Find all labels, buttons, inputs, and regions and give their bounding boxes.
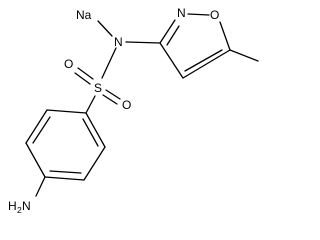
atom-sodium: Na [76, 8, 92, 22]
bond-c3-n2 [159, 19, 176, 44]
bond-benzene-5 [83, 146, 106, 181]
atom-oxygen-lower: O [122, 98, 131, 112]
atom-oxygen-upper: O [64, 57, 73, 71]
atom-nitrogen-sulfonamide: N [114, 35, 123, 49]
bond-c5-c4 [182, 49, 231, 79]
bond-na-n [97, 20, 113, 37]
bond-n-c3 [125, 41, 161, 44]
atom-labels: Na N S O O N O H 2 N [8, 6, 219, 215]
bond-c5-c4-double [184, 49, 223, 72]
bond-c5-methyl [229, 49, 259, 62]
bond-s-o-lower-b [102, 94, 118, 105]
atom-amine-subscript: 2 [17, 205, 22, 215]
bonds [25, 13, 259, 197]
bond-s-o-upper-b [74, 72, 91, 85]
bond-n2-o1 [187, 13, 210, 16]
bond-benzene-inner-2 [49, 170, 82, 174]
bond-c4-nh2 [35, 176, 46, 197]
bond-benzene-1 [46, 109, 87, 114]
atom-sulfur: S [94, 81, 102, 95]
bond-benzene-4 [44, 176, 85, 181]
chemical-structure-diagram: Na N S O O N O H 2 N [8, 6, 259, 215]
atom-nitrogen-isoxazole: N [177, 6, 186, 20]
atom-oxygen-isoxazole: O [210, 8, 219, 22]
bond-s-c1 [85, 95, 96, 114]
bond-benzene-inner-3 [82, 118, 99, 147]
atom-amine-h: H [8, 199, 17, 213]
bond-n-s [101, 47, 117, 79]
bond-benzene-2 [25, 109, 48, 144]
bond-s-o-upper-a [77, 67, 94, 80]
bond-s-o-lower-a [105, 89, 121, 100]
bond-benzene-6 [85, 112, 106, 148]
bond-benzene-3 [25, 142, 46, 178]
bond-benzene-inner-1 [32, 116, 51, 144]
bond-c3-n2-double [166, 25, 180, 46]
atom-amine-n: N [22, 199, 31, 213]
bond-o1-c5 [219, 21, 231, 51]
bond-c4-c3 [159, 42, 184, 79]
